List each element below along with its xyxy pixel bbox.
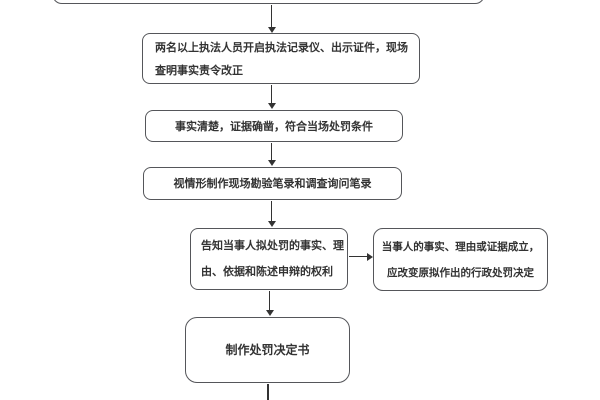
arrowhead-down-icon: [265, 310, 274, 316]
node-text-line: 事实清楚，证据确凿，符合当场处罚条件: [175, 119, 373, 133]
arrowhead-down-icon: [267, 103, 276, 109]
arrow-down-3: [267, 143, 276, 166]
node-facts-clear: 事实清楚，证据确凿，符合当场处罚条件: [145, 110, 403, 142]
arrow-shaft: [349, 255, 368, 258]
node-party-established: 当事人的事实、理由或证据成立， 应改变原拟作出的行政处罚决定: [373, 228, 548, 291]
arrow-shaft: [270, 85, 273, 104]
node-text-line: 应改变原拟作出的行政处罚决定: [387, 266, 534, 279]
arrowhead-right-icon: [367, 252, 373, 261]
node-make-decision: 制作处罚决定书: [185, 317, 350, 383]
node-text-line: 由、依据和陈述申辩的权利: [201, 265, 333, 278]
node-text-line: 制作处罚决定书: [225, 342, 310, 357]
arrow-down-2: [267, 85, 276, 109]
connector-line-bottom: [267, 384, 269, 400]
node-text-line: 当事人的事实、理由或证据成立，: [381, 240, 540, 253]
arrowhead-down-icon: [267, 160, 276, 166]
arrow-shaft: [270, 201, 273, 222]
arrowhead-down-icon: [267, 221, 276, 227]
node-open-recorder: 两名以上执法人员开启执法记录仪、出示证件，现场 查明事实责令改正: [142, 33, 420, 84]
node-inform-party: 告知当事人拟处罚的事实、理 由、依据和陈述申辩的权利: [190, 228, 348, 290]
arrow-down-4: [267, 201, 276, 227]
arrow-shaft: [268, 291, 271, 311]
node-text-line: 查明事实责令改正: [155, 63, 243, 77]
node-text-line: 两名以上执法人员开启执法记录仪、出示证件，现场: [155, 40, 408, 54]
arrow-shaft: [270, 5, 273, 28]
node-text-line: 告知当事人拟处罚的事实、理: [201, 239, 344, 252]
arrow-down-5: [265, 291, 274, 316]
arrow-right-branch: [349, 252, 373, 261]
node-text-line: 视情形制作现场勘验笔录和调查询问笔录: [173, 177, 372, 190]
arrow-shaft: [270, 143, 273, 161]
arrow-down-1: [267, 5, 276, 33]
node-previous-step-partial: [52, 0, 485, 4]
arrowhead-down-icon: [267, 27, 276, 33]
node-make-records: 视情形制作现场勘验笔录和调查询问笔录: [143, 167, 402, 200]
